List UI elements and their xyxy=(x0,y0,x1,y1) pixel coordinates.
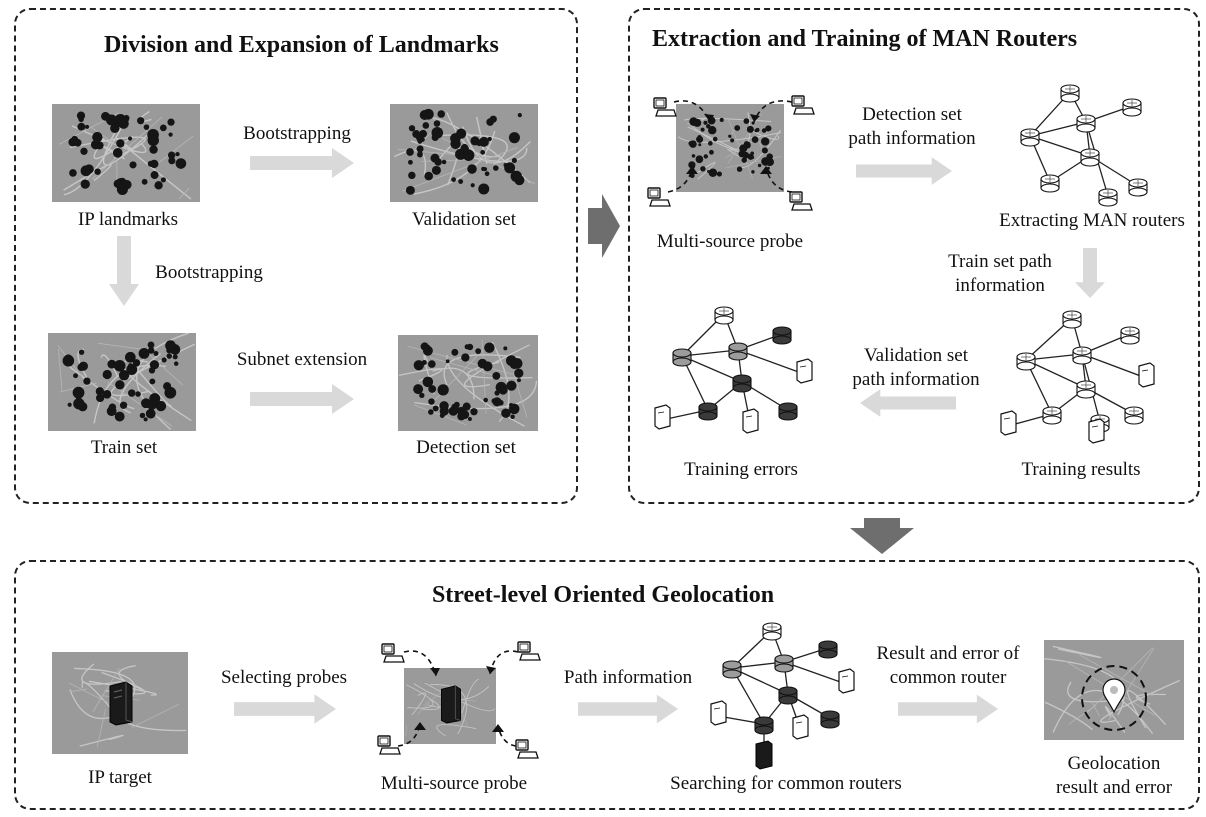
geolocation-title: Street-level Oriented Geolocation xyxy=(431,582,775,608)
result-error-label-2: common router xyxy=(889,667,1007,688)
landmarks-panel xyxy=(14,8,578,504)
training-errors-network xyxy=(654,306,813,434)
selecting-probes-label: Selecting probes xyxy=(220,667,348,688)
training-results-network xyxy=(1000,310,1155,444)
result-error-label-1: Result and error of xyxy=(876,643,1020,664)
arrow-right-icon xyxy=(234,694,336,724)
routers-title: Extraction and Training of MAN Routers xyxy=(652,26,1078,52)
arrow-right-icon xyxy=(250,148,354,178)
common-routers-network xyxy=(710,622,855,770)
location-pin-icon xyxy=(1081,665,1147,731)
probe-computer-icon xyxy=(515,739,539,759)
ip-target-label: IP target xyxy=(88,767,152,788)
probe-computer-icon xyxy=(377,735,401,755)
validation-set-map xyxy=(390,104,538,202)
probe-computer-icon xyxy=(647,187,671,207)
geolocation-panel xyxy=(14,560,1200,810)
probe-computer-icon xyxy=(789,191,813,211)
validation-path-label-2: path information xyxy=(852,369,980,390)
train-path-label-1: Train set path xyxy=(948,251,1052,272)
routers-panel xyxy=(628,8,1200,504)
train-path-label-2: information xyxy=(955,275,1045,296)
probe-computer-icon xyxy=(381,643,405,663)
big-arrow-down-icon xyxy=(850,518,914,554)
geolocation-result-label-1: Geolocation xyxy=(1067,753,1161,774)
probe-arrows-icon xyxy=(397,650,519,747)
server-icon xyxy=(441,685,461,724)
geolocation-result-label-2: result and error xyxy=(1055,777,1173,798)
big-arrow-right-icon xyxy=(588,194,620,258)
train-set-map xyxy=(48,333,196,431)
landmarks-title: Division and Expansion of Landmarks xyxy=(104,32,499,58)
probe-computer-icon xyxy=(791,95,815,115)
multi-source-probe-label: Multi-source probe xyxy=(656,231,804,252)
subnet-extension-label: Subnet extension xyxy=(236,349,368,370)
arrow-down-icon xyxy=(1075,248,1105,298)
arrow-right-icon xyxy=(856,157,952,185)
bootstrapping-h-label: Bootstrapping xyxy=(243,123,351,144)
probe-computer-icon xyxy=(517,641,541,661)
detection-set-label: Detection set xyxy=(416,437,516,458)
detection-path-label-2: path information xyxy=(848,128,976,149)
training-errors-label: Training errors xyxy=(684,459,798,480)
bootstrapping-v-label: Bootstrapping xyxy=(155,262,263,283)
probe-computer-icon xyxy=(653,97,677,117)
arrow-down-icon xyxy=(109,236,139,306)
man-router-network xyxy=(1020,84,1148,207)
detection-set-map xyxy=(398,335,538,431)
server-icon xyxy=(109,681,133,726)
multi-source-probe-label: Multi-source probe xyxy=(380,773,528,794)
train-set-label: Train set xyxy=(90,437,158,458)
validation-path-label-1: Validation set xyxy=(864,345,968,366)
arrow-left-icon xyxy=(860,389,956,417)
ip-landmarks-map xyxy=(52,104,200,202)
arrow-right-icon xyxy=(578,694,678,724)
path-information-label: Path information xyxy=(563,667,693,688)
extracting-routers-label: Extracting MAN routers xyxy=(999,210,1185,231)
arrow-right-icon xyxy=(898,694,998,724)
probe-arrows-icon xyxy=(667,100,793,193)
arrow-right-icon xyxy=(250,384,354,414)
searching-routers-label: Searching for common routers xyxy=(670,773,902,794)
detection-path-label-1: Detection set xyxy=(862,104,962,125)
validation-set-label: Validation set xyxy=(412,209,516,230)
ip-landmarks-label: IP landmarks xyxy=(77,209,179,230)
training-results-label: Training results xyxy=(1021,459,1141,480)
multi-source-probe-map xyxy=(676,104,784,192)
